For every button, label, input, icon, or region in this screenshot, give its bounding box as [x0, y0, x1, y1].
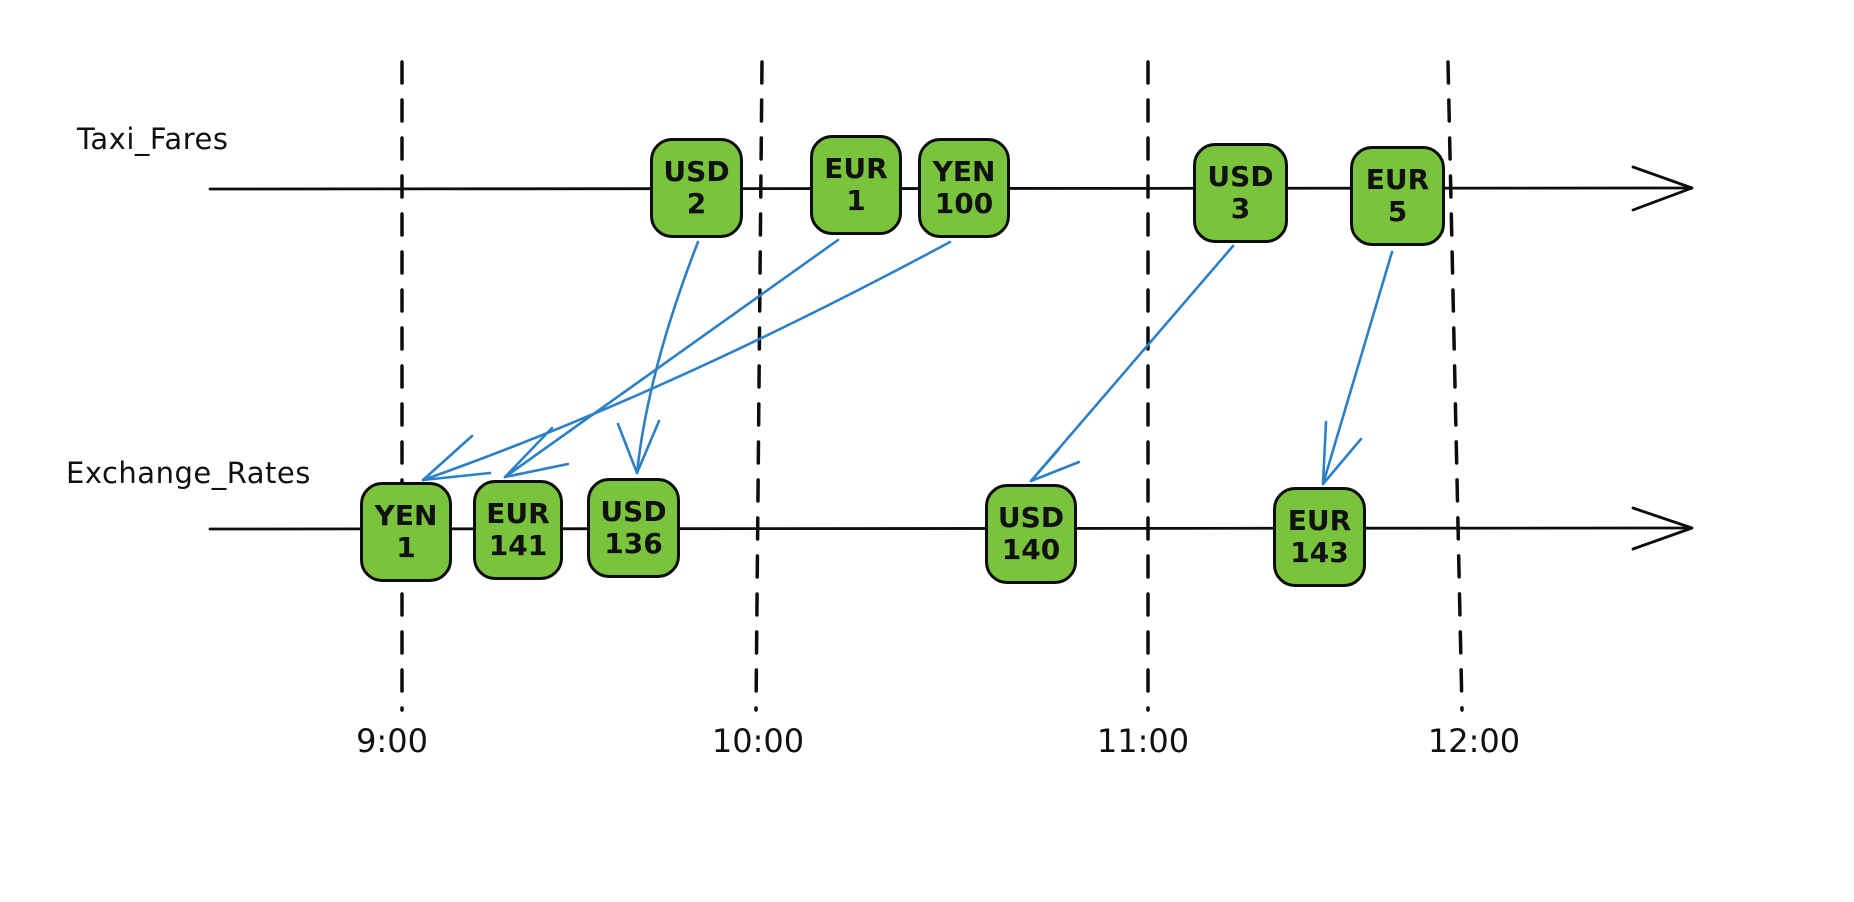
event-value: 3: [1230, 192, 1251, 225]
event-currency: EUR: [486, 496, 550, 530]
event-box-taxi-eur-1: EUR 1: [810, 135, 902, 235]
event-value: 141: [488, 529, 548, 562]
event-value: 5: [1387, 195, 1408, 228]
event-currency: USD: [1207, 159, 1274, 193]
join-arrow-line: [1029, 244, 1235, 483]
event-currency: YEN: [374, 498, 438, 532]
join-arrowhead: [421, 434, 492, 482]
join-arrow-line: [635, 240, 700, 475]
join-arrowhead: [1029, 447, 1081, 483]
exchange-rates-axis-arrowhead: [1631, 506, 1694, 551]
event-box-taxi-usd-3: USD 3: [1193, 143, 1288, 243]
event-value: 1: [396, 531, 416, 564]
event-box-rate-yen-1: YEN 1: [360, 482, 452, 582]
join-arrow-yen100-yen1: [421, 240, 952, 482]
tick-label-12-00: 12:00: [1427, 722, 1521, 760]
event-currency: EUR: [1287, 503, 1352, 537]
event-box-rate-eur-141: EUR 141: [473, 480, 563, 580]
join-arrowhead: [616, 419, 661, 475]
event-value: 100: [934, 187, 994, 220]
event-value: 143: [1290, 536, 1349, 569]
event-value: 1: [846, 184, 866, 217]
event-box-rate-usd-136: USD 136: [587, 478, 680, 578]
join-arrow-line: [421, 240, 952, 482]
tick-label-9-00: 9:00: [356, 722, 428, 760]
event-value: 140: [1001, 533, 1061, 566]
event-box-taxi-eur-5: EUR 5: [1350, 146, 1445, 246]
join-arrow-eur1-eur141: [503, 238, 840, 479]
exchange-rates-stream-label: Exchange_Rates: [66, 456, 311, 490]
event-value: 2: [686, 187, 707, 220]
event-currency: USD: [997, 500, 1065, 534]
join-arrowhead: [1321, 420, 1363, 486]
join-arrow-line: [503, 238, 840, 479]
gridline-10-00: [754, 60, 764, 712]
tick-label-11-00: 11:00: [1096, 722, 1190, 760]
join-arrowhead: [503, 426, 570, 479]
event-box-taxi-usd-2: USD 2: [650, 138, 743, 238]
event-currency: USD: [600, 494, 667, 528]
join-arrow-usd2-usd136: [616, 240, 700, 475]
tick-label-10-00: 10:00: [711, 722, 805, 760]
event-currency: YEN: [932, 154, 996, 188]
event-value: 136: [604, 527, 663, 560]
join-arrow-eur5-eur143: [1321, 250, 1394, 486]
event-currency: USD: [663, 154, 730, 188]
event-box-rate-usd-140: USD 140: [985, 484, 1077, 584]
event-currency: EUR: [824, 151, 888, 185]
event-currency: EUR: [1365, 162, 1430, 196]
exchange-rates-axis: [208, 506, 1694, 551]
exchange-rates-axis-line: [208, 526, 1690, 531]
join-arrow-usd3-usd140: [1029, 244, 1235, 483]
event-box-taxi-yen-100: YEN 100: [918, 138, 1010, 238]
event-box-rate-eur-143: EUR 143: [1273, 487, 1366, 587]
gridline-12-00: [1446, 60, 1464, 712]
taxi-fares-axis-arrowhead: [1631, 165, 1694, 212]
join-arrow-line: [1321, 250, 1394, 486]
taxi-fares-stream-label: Taxi_Fares: [77, 122, 229, 156]
